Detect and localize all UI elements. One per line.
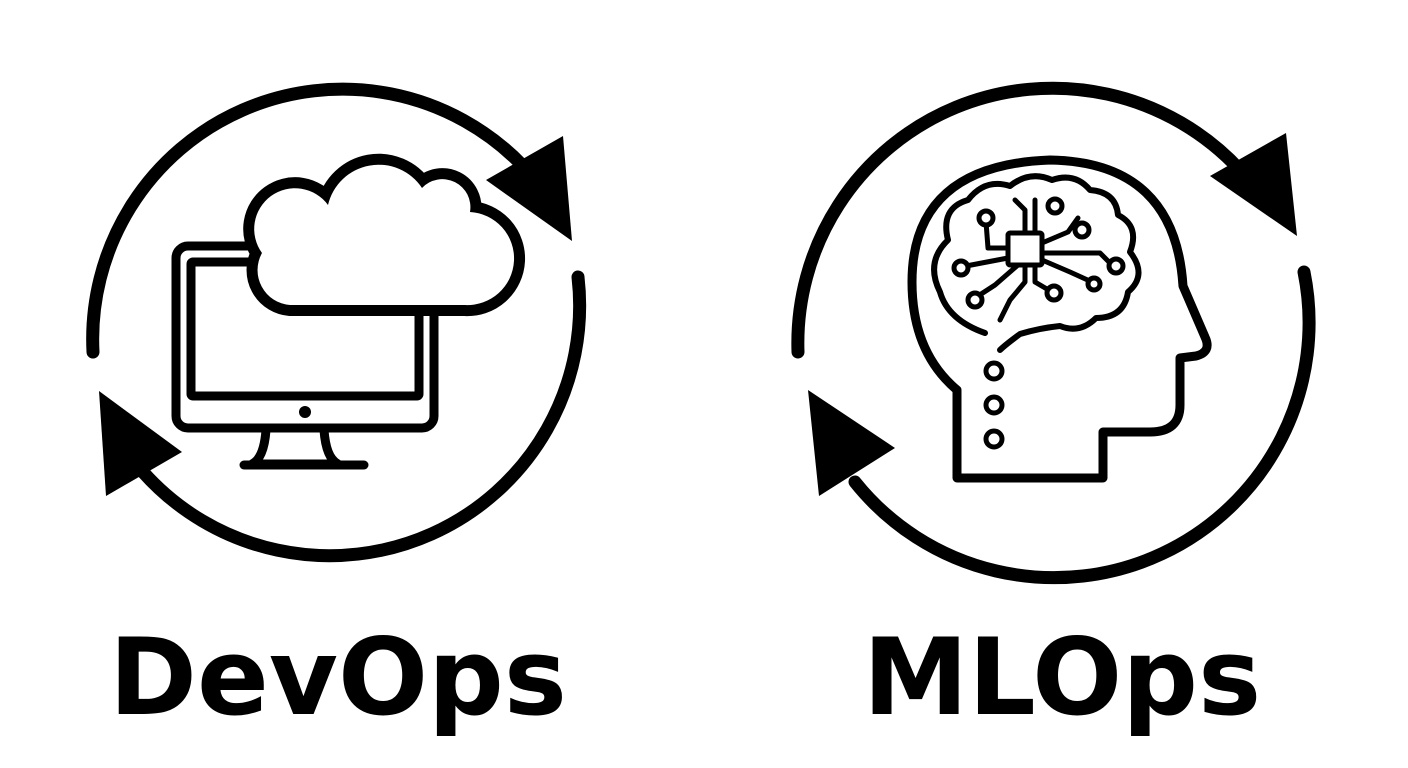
mlops-cycle-arrows-icon xyxy=(791,81,1316,585)
head-icon xyxy=(907,155,1212,483)
mlops-arrowhead-top xyxy=(1210,133,1297,236)
devops-cycle-arrows-icon xyxy=(86,82,587,563)
mlops-lower-arc xyxy=(848,265,1316,585)
devops-label: DevOps xyxy=(109,616,567,739)
mlops-arrowhead-bottom xyxy=(808,390,895,496)
devops-arrowhead-top xyxy=(486,136,572,241)
mlops-upper-arc xyxy=(791,81,1247,359)
devops-group: DevOps xyxy=(86,82,587,739)
devops-arrowhead-bottom xyxy=(99,391,182,496)
devops-upper-arc xyxy=(86,82,529,359)
cloud-icon xyxy=(243,153,525,317)
mlops-label: MLOps xyxy=(863,616,1261,739)
mlops-group: MLOps xyxy=(791,81,1316,739)
devops-lower-arc xyxy=(136,270,587,563)
brain-circuit-icon xyxy=(931,173,1142,450)
